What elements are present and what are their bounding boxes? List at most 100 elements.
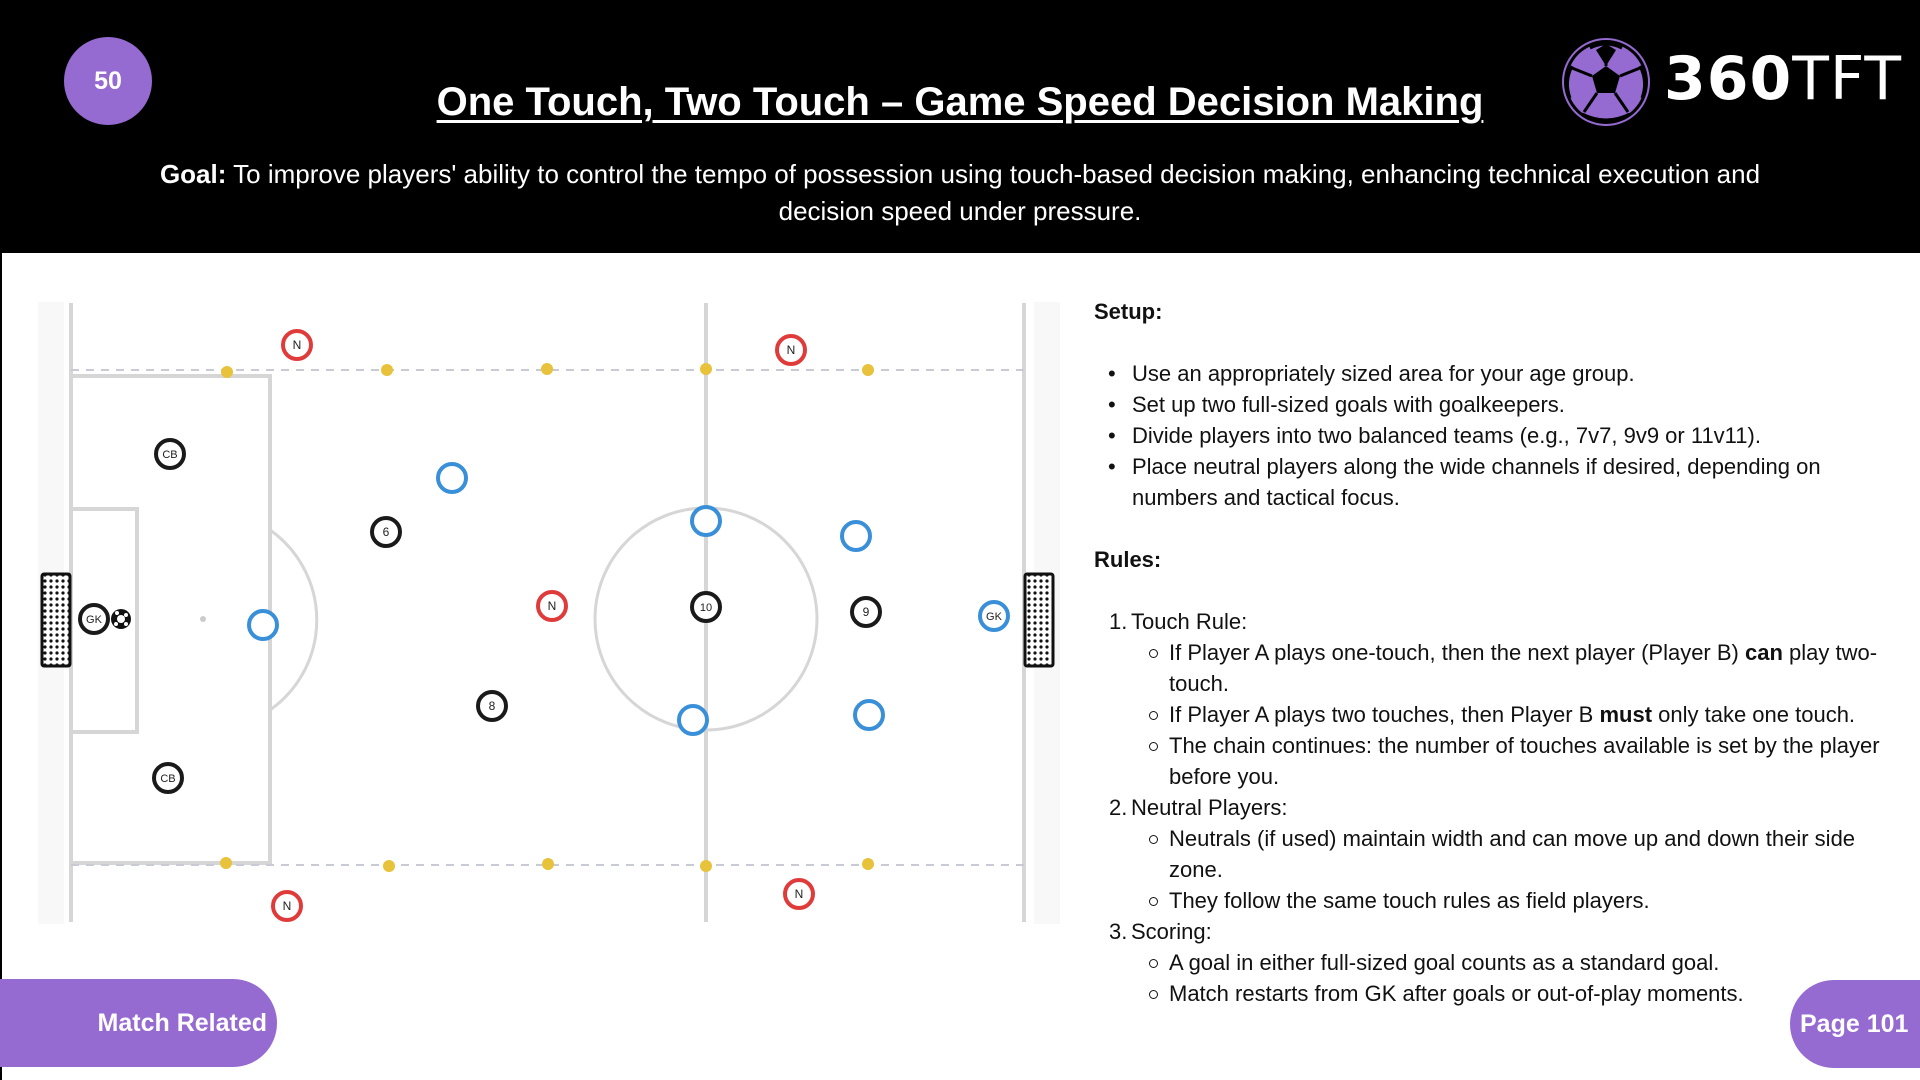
rule-sublist: A goal in either full-sized goal counts … (1147, 947, 1894, 1009)
player-label: GK (86, 614, 103, 626)
rule-sublist: Neutrals (if used) maintain width and ca… (1147, 823, 1894, 916)
rules-list: 1. Touch Rule: If Player A plays one-tou… (1109, 606, 1894, 1009)
subitem-emphasis: can (1744, 640, 1783, 665)
page-border (0, 253, 2, 1080)
page-number: Page 101 (1800, 1009, 1909, 1038)
rule-number: 1. (1109, 609, 1128, 634)
player-label: N (795, 887, 804, 901)
player-label: 9 (863, 605, 870, 619)
subitem-text: only take one touch. (1652, 702, 1856, 727)
blue-player-marker (677, 704, 709, 736)
cone-marker (700, 363, 712, 375)
subitem-text: They follow the same touch rules as fiel… (1169, 888, 1650, 913)
subitem-text: The chain continues: the number of touch… (1169, 733, 1880, 789)
goal-right (1023, 572, 1055, 668)
subitem-text: Neutrals (if used) maintain width and ca… (1169, 826, 1856, 882)
category-tag: Match Related (0, 979, 277, 1067)
cone-marker (700, 860, 712, 872)
blue-player-marker (840, 520, 872, 552)
goal-text: To improve players' ability to control t… (233, 159, 1761, 226)
setup-item: Use an appropriately sized area for your… (1108, 358, 1894, 389)
rule-subitem: The chain continues: the number of touch… (1147, 730, 1894, 792)
black-player-marker: CB (154, 438, 186, 470)
cone-marker (221, 366, 233, 378)
subitem-emphasis: must (1599, 702, 1653, 727)
rule-subitem: Neutrals (if used) maintain width and ca… (1147, 823, 1894, 885)
rule-title: Neutral Players: (1131, 795, 1288, 820)
instructions-panel: Setup: Use an appropriately sized area f… (1094, 296, 1894, 1009)
cone-marker (383, 860, 395, 872)
subitem-text: If Player A plays two touches, then Play… (1169, 702, 1600, 727)
neutral-player-marker: N (783, 878, 815, 910)
blue-player-marker: GK (978, 600, 1010, 632)
black-player-marker: 9 (850, 596, 882, 628)
cone-marker (862, 858, 874, 870)
neutral-player-marker: N (281, 329, 313, 361)
player-label: N (283, 899, 292, 913)
neutral-player-marker: N (271, 890, 303, 922)
rule-subitem: A goal in either full-sized goal counts … (1147, 947, 1894, 978)
category-label: Match Related (97, 1008, 267, 1037)
black-player-marker: 10 (690, 591, 722, 623)
blue-player-marker (247, 609, 279, 641)
drill-number: 50 (94, 66, 122, 95)
rule-sublist: If Player A plays one-touch, then the ne… (1147, 637, 1894, 792)
logo-text-light: TFT (1792, 44, 1903, 114)
page-number-tag: Page 101 (1790, 980, 1920, 1068)
brand-logo: 360TFT (1560, 36, 1901, 126)
neutral-player-marker: N (775, 334, 807, 366)
subitem-text: A goal in either full-sized goal counts … (1169, 950, 1720, 975)
player-label: 8 (489, 699, 496, 713)
rule-subitem: If Player A plays two touches, then Play… (1147, 699, 1894, 730)
rule-subitem: If Player A plays one-touch, then the ne… (1147, 637, 1894, 699)
blue-player-marker (853, 699, 885, 731)
goal-label: Goal: (159, 159, 227, 189)
setup-item: Set up two full-sized goals with goalkee… (1108, 389, 1894, 420)
soccer-ball-icon (1562, 38, 1650, 126)
rule-item: 3. Scoring: A goal in either full-sized … (1109, 916, 1894, 1009)
goal-statement: Goal: To improve players' ability to con… (120, 156, 1800, 230)
rules-heading: Rules: (1094, 547, 1162, 572)
blue-player-marker (436, 462, 468, 494)
rule-number: 2. (1109, 795, 1128, 820)
subitem-text: play two-touch. (1169, 640, 1878, 696)
blue-player-marker (690, 505, 722, 537)
cone-marker (220, 857, 232, 869)
setup-list: Use an appropriately sized area for your… (1108, 358, 1894, 513)
setup-item: Place neutral players along the wide cha… (1108, 451, 1894, 513)
player-label: N (548, 599, 557, 613)
setup-item: Divide players into two balanced teams (… (1108, 420, 1894, 451)
black-player-marker: GK (78, 603, 110, 635)
rule-item: 1. Touch Rule: If Player A plays one-tou… (1109, 606, 1894, 792)
drill-number-badge: 50 (64, 37, 152, 125)
cone-marker (381, 364, 393, 376)
subitem-text: If Player A plays one-touch, then the ne… (1169, 640, 1745, 665)
logo-wordmark: 360TFT (1664, 44, 1902, 114)
rule-subitem: Match restarts from GK after goals or ou… (1147, 978, 1894, 1009)
player-label: 10 (700, 602, 712, 614)
black-player-marker: 6 (370, 516, 402, 548)
cone-marker (862, 364, 874, 376)
ball-icon (111, 609, 131, 629)
rule-title: Scoring: (1131, 919, 1212, 944)
cone-marker (542, 858, 554, 870)
player-label: CB (162, 449, 177, 461)
rule-title: Touch Rule: (1131, 609, 1248, 634)
black-player-marker: CB (152, 762, 184, 794)
rule-number: 3. (1109, 919, 1128, 944)
subitem-text: Match restarts from GK after goals or ou… (1169, 981, 1744, 1006)
neutral-player-marker: N (536, 590, 568, 622)
black-player-marker: 8 (476, 690, 508, 722)
penalty-arc-left (269, 528, 319, 712)
player-label: N (787, 343, 796, 357)
player-label: 6 (383, 525, 390, 539)
player-label: N (293, 338, 302, 352)
player-label: CB (160, 773, 175, 785)
page-title: One Touch, Two Touch – Game Speed Decisi… (436, 80, 1484, 124)
goal-left (40, 572, 72, 668)
player-label: GK (986, 611, 1003, 623)
cone-marker (541, 363, 553, 375)
logo-text-bold: 360 (1664, 44, 1793, 114)
rule-subitem: They follow the same touch rules as fiel… (1147, 885, 1894, 916)
